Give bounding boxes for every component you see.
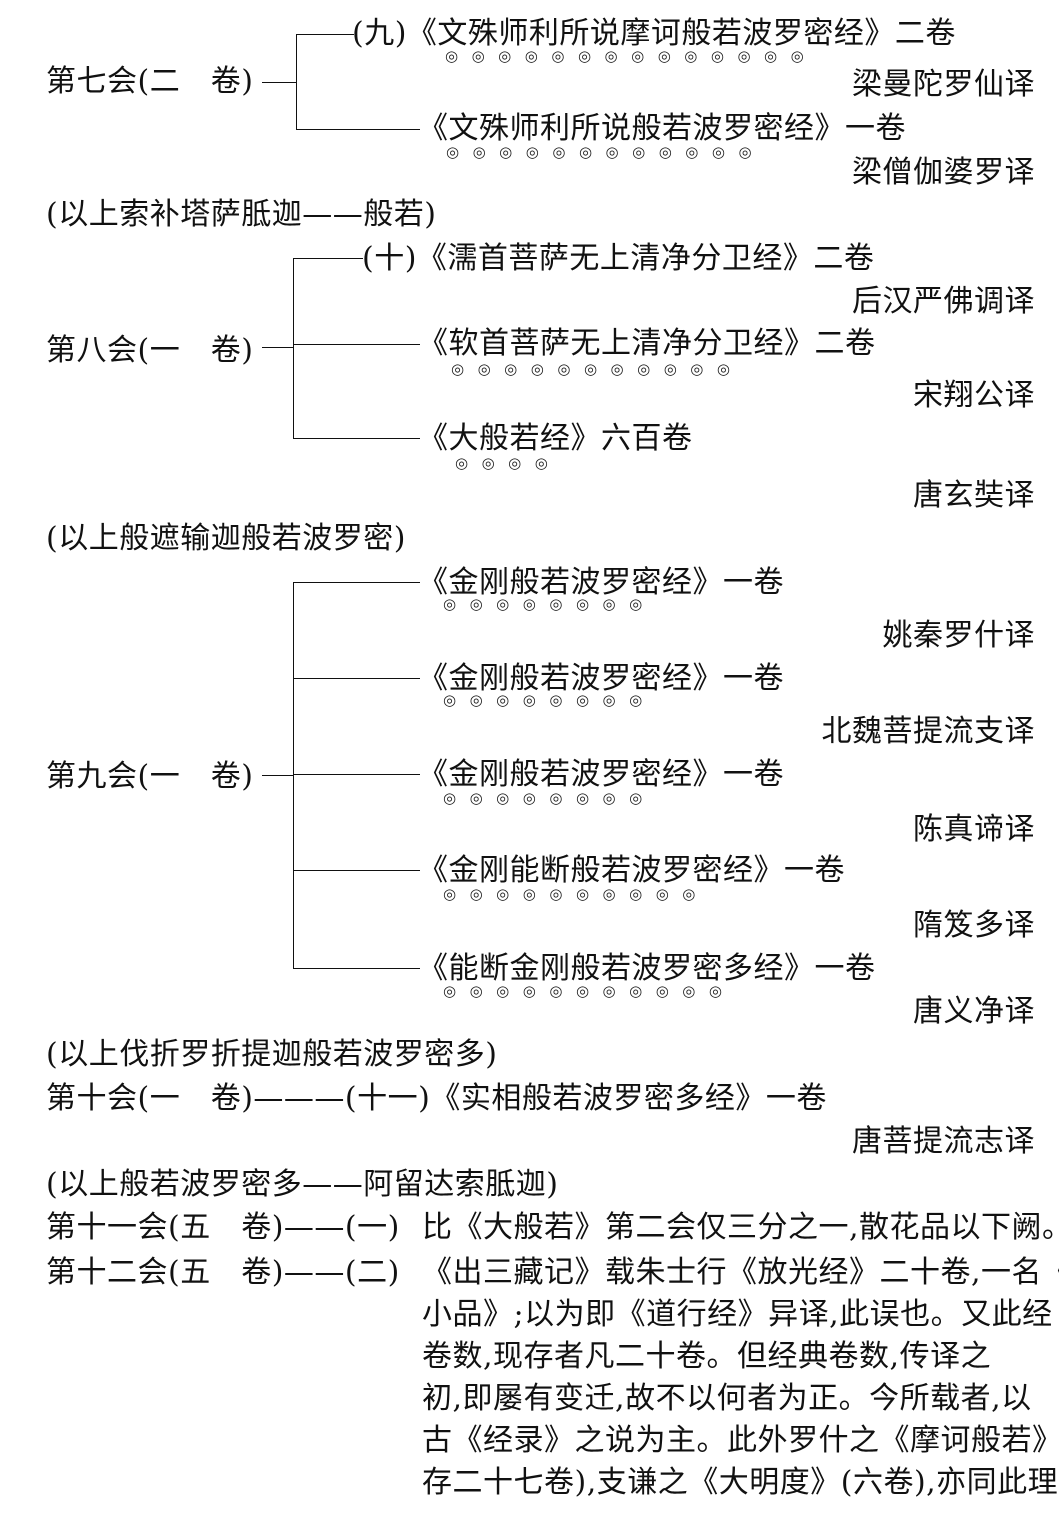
bracket-vertical-9 <box>293 582 294 968</box>
emphasis-dots-9-3: ◎◎◎◎◎◎◎◎ <box>443 789 656 807</box>
note-line-12-1: 《出三藏记》载朱士行《放光经》二十卷,一名《旧 <box>422 1255 1059 1290</box>
emphasis-dots-9-5: ◎◎◎◎◎◎◎◎◎◎◎ <box>443 982 736 1000</box>
translator-8-1: 后汉严佛调译 <box>852 284 1035 319</box>
sutra-title-8-3: 《大般若经》六百卷 <box>418 421 693 456</box>
bracket-branch-8-1 <box>293 258 363 259</box>
bracket-branch-9-5 <box>293 968 420 969</box>
section-note-8: (以上般遮输迦般若波罗密) <box>46 521 406 556</box>
emphasis-dots-7-1: ◎◎◎◎◎◎◎◎◎◎◎◎◎◎ <box>445 47 818 65</box>
translator-9-4: 隋笈多译 <box>913 908 1035 943</box>
note-line-12-6: 存二十七卷),支谦之《大明度》(六卷),亦同此理。 <box>422 1465 1059 1500</box>
sutra-title-8-1: (十)《濡首菩萨无上清净分卫经》二卷 <box>362 241 875 276</box>
assembly-label-7: 第七会(二 卷) <box>46 64 254 99</box>
translator-9-3: 陈真谛译 <box>913 812 1035 847</box>
sutra-title-7-1: (九)《文殊师利所说摩诃般若波罗密经》二卷 <box>352 16 956 51</box>
note-line-12-3: 卷数,现存者凡二十卷。但经典卷数,传译之 <box>422 1339 992 1374</box>
sutra-title-9-2: 《金刚般若波罗密经》一卷 <box>418 661 784 696</box>
bracket-branch-9-3 <box>293 774 420 775</box>
translator-9-1: 姚秦罗什译 <box>882 618 1035 653</box>
bracket-branch-9-4 <box>293 870 420 871</box>
assembly-label-12: 第十二会(五 卷)——(二) <box>46 1255 400 1290</box>
bracket-branch-8-2 <box>293 344 420 345</box>
sutra-title-7-2: 《文殊师利所说般若波罗密经》一卷 <box>418 111 906 146</box>
emphasis-dots-8-2: ◎◎◎◎◎◎◎◎◎◎◎ <box>451 360 744 378</box>
sutra-title-9-5: 《能断金刚般若波罗密多经》一卷 <box>418 951 876 986</box>
translator-9-2: 北魏菩提流支译 <box>821 714 1035 749</box>
bracket-vertical-7 <box>296 34 297 130</box>
emphasis-dots-9-1: ◎◎◎◎◎◎◎◎ <box>443 595 656 613</box>
translator-10-1: 唐菩提流志译 <box>852 1124 1035 1159</box>
bracket-branch-7-1 <box>296 34 354 35</box>
note-line-12-5: 古《经录》之说为主。此外罗什之《摩诃般若》(现 <box>422 1423 1059 1458</box>
emphasis-dots-8-3: ◎◎◎◎ <box>455 454 562 472</box>
bracket-branch-8-3 <box>293 438 420 439</box>
translator-7-1: 梁曼陀罗仙译 <box>852 67 1035 102</box>
bracket-vertical-8 <box>293 258 294 438</box>
assembly-label-9: 第九会(一 卷) <box>46 759 254 794</box>
assembly-line-10: 第十会(一 卷)———(十一)《实相般若波罗密多经》一卷 <box>46 1081 827 1116</box>
bracket-stem-8 <box>262 347 293 348</box>
section-note-9: (以上伐折罗折提迦般若波罗密多) <box>46 1037 498 1072</box>
assembly-label-11: 第十一会(五 卷)——(一) <box>46 1210 400 1245</box>
emphasis-dots-7-2: ◎◎◎◎◎◎◎◎◎◎◎◎ <box>446 143 766 161</box>
translator-9-5: 唐义净译 <box>913 994 1035 1029</box>
translator-7-2: 梁僧伽婆罗译 <box>852 155 1035 190</box>
emphasis-dots-9-4: ◎◎◎◎◎◎◎◎◎◎ <box>443 885 709 903</box>
section-note-7: (以上索补塔萨胝迦——般若) <box>46 197 437 232</box>
assembly-label-8: 第八会(一 卷) <box>46 333 254 368</box>
sutra-title-9-3: 《金刚般若波罗密经》一卷 <box>418 757 784 792</box>
section-note-10: (以上般若波罗密多——阿留达索胝迦) <box>46 1167 559 1202</box>
translator-8-2: 宋翔公译 <box>913 378 1035 413</box>
sutra-title-9-4: 《金刚能断般若波罗密经》一卷 <box>418 853 845 888</box>
note-line-12-2: 小品》;以为即《道行经》异译,此误也。又此经 <box>422 1297 1053 1332</box>
sutra-title-8-2: 《软首菩萨无上清净分卫经》二卷 <box>418 326 876 361</box>
bracket-stem-9 <box>262 775 293 776</box>
assembly-text-11: 比《大般若》第二会仅三分之一,散花品以下阙。 <box>422 1210 1059 1245</box>
note-line-12-4: 初,即屡有变迁,故不以何者为正。今所载者,以 <box>422 1381 1032 1416</box>
sutra-title-9-1: 《金刚般若波罗密经》一卷 <box>418 565 784 600</box>
bracket-branch-9-1 <box>293 582 420 583</box>
translator-8-3: 唐玄奘译 <box>913 478 1035 513</box>
bracket-stem-7 <box>262 82 296 83</box>
emphasis-dots-9-2: ◎◎◎◎◎◎◎◎ <box>443 691 656 709</box>
bracket-branch-9-2 <box>293 678 420 679</box>
bracket-branch-7-2 <box>296 129 420 130</box>
